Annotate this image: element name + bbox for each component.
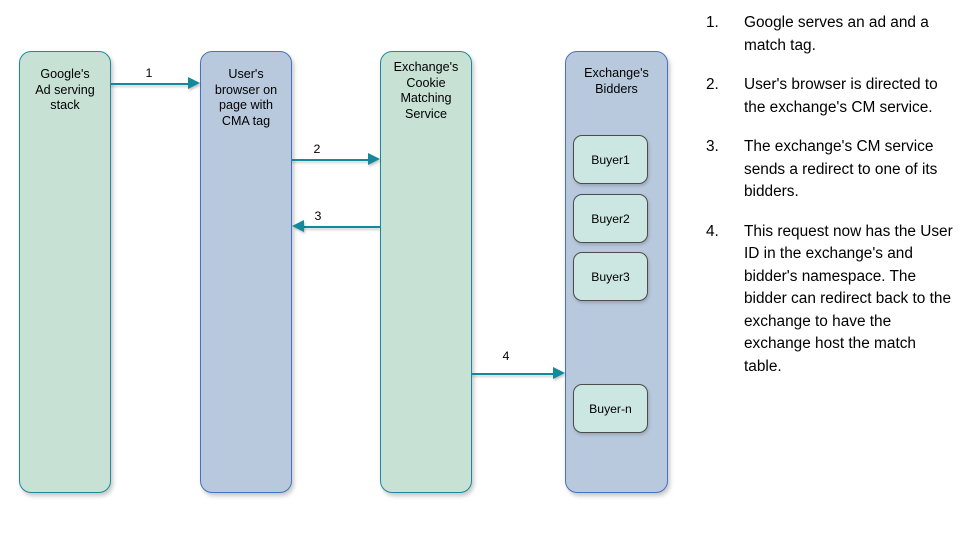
step-number-2: 2.: [706, 76, 719, 93]
step-text-2: User's browser is directed to the exchan…: [744, 76, 938, 116]
step-item-1: 1. Google serves an ad and a match tag.: [706, 12, 954, 57]
step-item-3: 3. The exchange's CM service sends a red…: [706, 136, 954, 204]
lane-user-browser[interactable]: [200, 51, 292, 493]
arrow-4-line: [472, 373, 554, 375]
lane-exchange-cookie-matching-service[interactable]: [380, 51, 472, 493]
step-text-4: This request now has the User ID in the …: [744, 222, 953, 375]
buyer-box-1[interactable]: Buyer1: [573, 135, 648, 184]
step-number-3: 3.: [706, 138, 719, 155]
step-text-3: The exchange's CM service sends a redire…: [744, 138, 938, 200]
arrow-3-label: 3: [314, 209, 322, 223]
step-number-4: 4.: [706, 222, 719, 240]
buyer-box-3[interactable]: Buyer3: [573, 252, 648, 301]
step-item-4: 4. This request now has the User ID in t…: [706, 221, 954, 379]
buyer-box-2[interactable]: Buyer2: [573, 194, 648, 243]
arrow-1-label: 1: [145, 66, 153, 80]
step-item-2: 2. User's browser is directed to the exc…: [706, 74, 954, 119]
arrow-2-head: [368, 152, 380, 165]
arrow-2-label: 2: [313, 142, 321, 156]
arrow-4-head: [553, 366, 565, 379]
steps-list: 1. Google serves an ad and a match tag. …: [706, 12, 954, 395]
lane-google-ad-serving-stack[interactable]: [19, 51, 111, 493]
arrow-3-line: [303, 226, 380, 228]
arrow-1-line: [111, 83, 189, 85]
step-text-1: Google serves an ad and a match tag.: [744, 14, 929, 54]
arrow-1-head: [188, 76, 200, 89]
arrow-3-head: [292, 219, 304, 232]
step-number-1: 1.: [706, 14, 719, 31]
arrow-2-line: [292, 159, 369, 161]
arrow-4-label: 4: [502, 349, 510, 363]
buyer-box-n[interactable]: Buyer-n: [573, 384, 648, 433]
